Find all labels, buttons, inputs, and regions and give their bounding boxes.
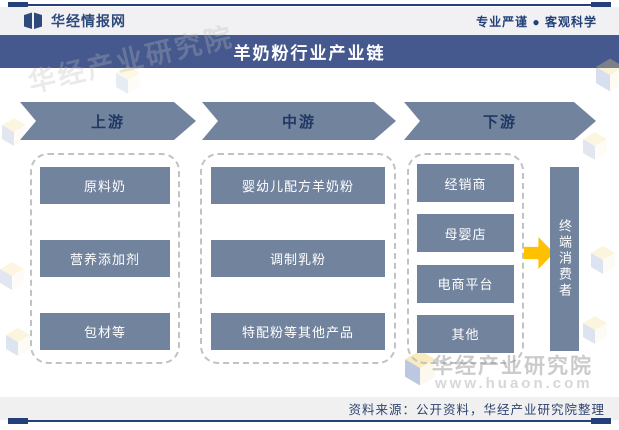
end-consumer-label: 终端消费者 — [557, 219, 572, 299]
stage-column-downstream: 经销商母婴店电商平台其他 — [407, 153, 524, 364]
huaon-cube-watermark — [116, 66, 140, 94]
huaon-cube-watermark — [0, 262, 24, 290]
title-bar: 羊奶粉行业产业链 — [0, 35, 619, 68]
source-note: 资料来源：公开资料，华经产业研究院整理 — [348, 403, 605, 417]
chain-item-box: 特配粉等其他产品 — [211, 313, 385, 350]
chain-item-box: 原料奶 — [40, 167, 170, 204]
top-line-right-cap — [591, 2, 611, 8]
site-header: 华经情报网 专业严谨 ● 客观科学 — [0, 7, 619, 35]
chevron-banner-downstream: 下游 — [404, 102, 596, 140]
huaon-cube-watermark — [2, 118, 26, 146]
huaon-cube-watermark — [6, 328, 30, 356]
bottom-line-right-cap — [591, 418, 611, 424]
chain-item-box: 营养添加剂 — [40, 240, 170, 277]
open-book-logo-icon — [24, 12, 42, 29]
chain-item-box: 调制乳粉 — [211, 240, 385, 277]
chain-item-box: 其他 — [417, 314, 514, 353]
chain-item-box: 母婴店 — [417, 214, 514, 253]
huaon-cube-watermark — [591, 246, 615, 274]
source-footer: 资料来源：公开资料，华经产业研究院整理 — [0, 397, 619, 420]
bottom-line-left-cap — [8, 418, 28, 424]
site-tagline: 专业严谨 ● 客观科学 — [476, 14, 597, 29]
site-logo: 华经情报网 — [22, 11, 126, 31]
page-title: 羊奶粉行业产业链 — [233, 44, 386, 63]
stage-label-midstream: 中游 — [281, 113, 316, 131]
chevron-banner-midstream: 中游 — [202, 102, 396, 140]
huaon-cube-watermark — [583, 316, 607, 344]
top-border-line — [8, 4, 611, 6]
bottom-border-line — [8, 420, 611, 422]
stage-column-midstream: 婴幼儿配方羊奶粉调制乳粉特配粉等其他产品 — [200, 153, 396, 364]
chevron-banner-upstream: 上游 — [20, 102, 196, 140]
site-logo-text: 华经情报网 — [51, 13, 126, 29]
site-url-watermark: www.huaon.com — [435, 375, 593, 392]
chain-item-box: 电商平台 — [417, 264, 514, 303]
stage-label-downstream: 下游 — [482, 113, 517, 131]
end-consumer-box: 终端消费者 — [550, 167, 579, 351]
huaon-cube-watermark — [583, 132, 607, 160]
chain-item-box: 婴幼儿配方羊奶粉 — [211, 167, 385, 204]
chain-item-box: 包材等 — [40, 313, 170, 350]
top-line-left-cap — [8, 2, 28, 8]
stage-label-upstream: 上游 — [90, 113, 125, 131]
chain-item-box: 经销商 — [417, 164, 514, 202]
stage-column-upstream: 原料奶营养添加剂包材等 — [30, 153, 180, 364]
